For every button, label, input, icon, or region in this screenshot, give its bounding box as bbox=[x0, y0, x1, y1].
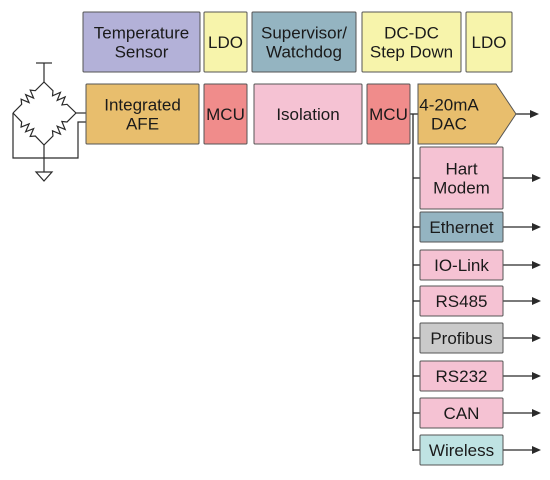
ground-icon bbox=[34, 171, 54, 182]
bridge-sensor bbox=[12, 62, 86, 182]
profibus-shape bbox=[419, 322, 504, 354]
bridge-left-wire bbox=[12, 113, 86, 159]
mcu-1-shape bbox=[203, 83, 248, 145]
rs232-shape bbox=[419, 360, 504, 392]
dac-4-20ma-label: DAC bbox=[431, 115, 467, 134]
ldo-2-label: LDO bbox=[472, 33, 507, 52]
integrated-afe-shape bbox=[85, 83, 200, 145]
io-link-label: IO-Link bbox=[434, 256, 489, 275]
ldo-1-shape bbox=[203, 11, 248, 73]
hart-modem-label: Modem bbox=[433, 179, 490, 198]
output-arrow-head bbox=[532, 223, 541, 231]
output-arrow-head bbox=[532, 372, 541, 380]
isolation-label: Isolation bbox=[276, 105, 339, 124]
temperature-sensor-shape bbox=[82, 11, 201, 73]
hart-modem-shape bbox=[419, 146, 504, 210]
ethernet-shape bbox=[419, 211, 504, 243]
ldo-1-label: LDO bbox=[208, 33, 243, 52]
supervisor-watchdog-shape bbox=[251, 11, 357, 73]
output-arrow-head bbox=[532, 297, 541, 305]
integrated-afe-label: AFE bbox=[126, 115, 159, 134]
bridge-resistor-2 bbox=[43, 81, 77, 114]
ldo-2-shape bbox=[465, 11, 513, 73]
supervisor-watchdog-label: Supervisor/ bbox=[261, 24, 347, 43]
rs485-label: RS485 bbox=[436, 292, 488, 311]
dc-dc-step-down-label: Step Down bbox=[370, 43, 453, 62]
rs485-block: RS485 bbox=[419, 285, 504, 317]
can-block: CAN bbox=[419, 397, 504, 429]
temperature-sensor-label: Sensor bbox=[115, 43, 169, 62]
wireless-block: Wireless bbox=[419, 434, 504, 466]
bridge-resistor-3 bbox=[12, 112, 45, 146]
output-arrow-head bbox=[532, 334, 541, 342]
ethernet-label: Ethernet bbox=[429, 218, 494, 237]
output-arrow-head bbox=[532, 409, 541, 417]
wireless-label: Wireless bbox=[429, 441, 494, 460]
mcu-1-label: MCU bbox=[206, 105, 245, 124]
isolation-shape bbox=[253, 83, 363, 145]
dc-dc-step-down-shape bbox=[361, 11, 462, 73]
rs232-block: RS232 bbox=[419, 360, 504, 392]
mcu-2-label: MCU bbox=[369, 105, 408, 124]
dac-4-20ma-label: 4-20mA bbox=[419, 96, 479, 115]
can-label: CAN bbox=[444, 404, 480, 423]
profibus-label: Profibus bbox=[430, 329, 492, 348]
dac-output-arrow-head bbox=[530, 110, 539, 118]
bridge-resistor-1 bbox=[12, 81, 45, 114]
output-arrow-head bbox=[532, 261, 541, 269]
rs485-shape bbox=[419, 285, 504, 317]
mcu-2-block: MCU bbox=[366, 83, 411, 145]
supervisor-watchdog-label: Watchdog bbox=[266, 43, 342, 62]
ldo-2-block: LDO bbox=[465, 11, 513, 73]
wireless-shape bbox=[419, 434, 504, 466]
supervisor-watchdog-block: Supervisor/Watchdog bbox=[251, 11, 357, 73]
mcu-2-shape bbox=[366, 83, 411, 145]
wires bbox=[410, 110, 541, 454]
hart-modem-label: Hart bbox=[445, 160, 477, 179]
integrated-afe-label: Integrated bbox=[104, 96, 181, 115]
temperature-sensor-label: Temperature bbox=[94, 24, 189, 43]
can-shape bbox=[419, 397, 504, 429]
ethernet-block: Ethernet bbox=[419, 211, 504, 243]
io-link-block: IO-Link bbox=[419, 249, 504, 281]
output-arrow-head bbox=[532, 174, 541, 182]
io-link-shape bbox=[419, 249, 504, 281]
ldo-1-block: LDO bbox=[203, 11, 248, 73]
dc-dc-step-down-label: DC-DC bbox=[384, 24, 439, 43]
dac-4-20ma-shape bbox=[417, 83, 517, 145]
rs232-label: RS232 bbox=[436, 367, 488, 386]
profibus-block: Profibus bbox=[419, 322, 504, 354]
isolation-block: Isolation bbox=[253, 83, 363, 145]
mcu-1-block: MCU bbox=[203, 83, 248, 145]
bridge-resistor-4 bbox=[43, 112, 77, 146]
output-arrow-head bbox=[532, 446, 541, 454]
